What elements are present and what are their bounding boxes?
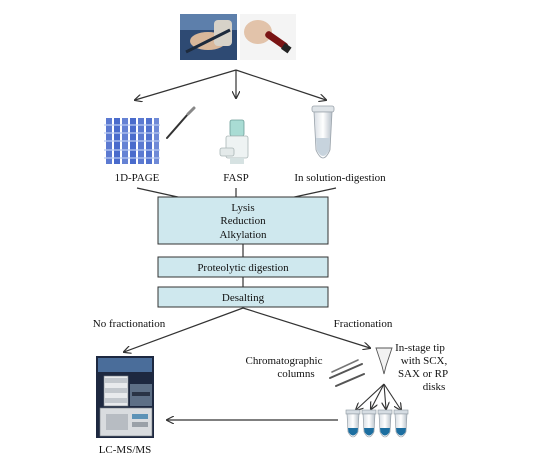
tip-to-tubes-arrows <box>356 383 401 410</box>
fasp-filter-icon <box>219 119 249 164</box>
method-label-1d-page: 1D-PAGE <box>115 172 160 184</box>
tip-label-line4: disks <box>423 381 446 393</box>
fraction-tubes-icon <box>345 409 409 438</box>
columns-label-line2: columns <box>277 368 314 380</box>
lc-ms-instrument-icon <box>96 356 154 438</box>
lysis-box: Lysis Reduction Alkylation <box>157 196 329 245</box>
fraction-tube <box>393 409 409 438</box>
desalting-box: Desalting <box>157 286 329 308</box>
instrument-label: LC-MS/MS <box>99 444 152 456</box>
fraction-tube <box>345 409 361 438</box>
digestion-box: Proteolytic digestion <box>157 256 329 278</box>
step-digestion: Proteolytic digestion <box>197 262 289 274</box>
step-desalting: Desalting <box>222 292 265 304</box>
fraction-tube <box>377 409 393 438</box>
blood-tube-photo <box>240 14 296 60</box>
method-label-fasp: FASP <box>223 172 248 184</box>
method-label-solution: In solution-digestion <box>294 172 386 184</box>
top-branch-arrows <box>135 69 326 100</box>
step-reduction: Reduction <box>220 215 266 227</box>
microcentrifuge-tube-icon <box>311 105 335 159</box>
tip-label-line2: with SCX, <box>401 355 448 367</box>
branch-label-no-fractionation: No fractionation <box>93 318 166 330</box>
tip-label-line1: In-stage tip <box>395 342 445 354</box>
branch-label-fractionation: Fractionation <box>334 318 393 330</box>
tip-label-line3: SAX or RP <box>398 368 448 380</box>
stage-tip-icon <box>375 347 393 375</box>
step-lysis: Lysis <box>231 202 254 214</box>
sds-page-gel-icon <box>104 117 160 165</box>
scalpel-icon <box>166 106 196 139</box>
step-alkylation: Alkylation <box>219 229 267 241</box>
columns-label-line1: Chromatographic <box>246 355 323 367</box>
tissue-biopsy-photo <box>180 14 237 60</box>
chromatographic-columns-icon <box>329 359 365 387</box>
fraction-branch-arrows <box>124 307 370 352</box>
fraction-tube <box>361 409 377 438</box>
